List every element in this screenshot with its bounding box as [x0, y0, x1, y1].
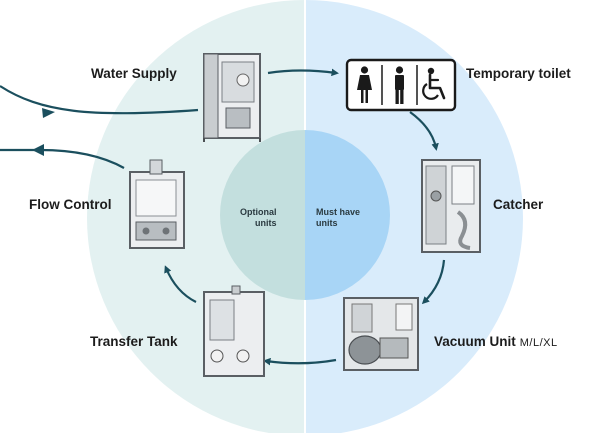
arrow-inlet-head — [42, 108, 55, 118]
arrow-transfer-to-flow — [164, 265, 197, 303]
catcher-unit — [421, 159, 481, 253]
arrow-outlet-head — [32, 144, 44, 156]
inner-disc-right — [305, 130, 390, 300]
transfer-tank-unit — [203, 285, 265, 377]
vacuum-unit-name: Vacuum Unit — [434, 334, 516, 349]
water-supply-unit — [203, 53, 261, 142]
vacuum-unit-sizes: M/L/XL — [519, 337, 558, 349]
label-water-supply: Water Supply — [91, 66, 177, 81]
label-must-have-units: Must have units — [316, 207, 361, 228]
vacuum-unit — [343, 297, 419, 371]
label-transfer-tank: Transfer Tank — [90, 334, 178, 349]
arrow-water-to-toilet — [267, 68, 339, 77]
wheelchair-icon — [422, 67, 446, 100]
label-temporary-toilet: Temporary toilet — [466, 66, 571, 81]
inner-disc-left — [220, 130, 305, 300]
arrow-inlet — [0, 85, 199, 115]
flow-control-unit — [129, 159, 185, 249]
label-optional-units: Optional units — [240, 207, 277, 228]
arrow-catcher-to-vacuum — [421, 259, 446, 305]
temporary-toilet-sign — [345, 58, 457, 112]
arrow-vacuum-to-transfer — [263, 357, 337, 366]
woman-icon — [357, 66, 372, 103]
label-catcher: Catcher — [493, 197, 544, 212]
man-icon — [395, 66, 404, 104]
label-flow-control: Flow Control — [29, 197, 112, 212]
arrow-toilet-to-catcher — [409, 111, 439, 151]
